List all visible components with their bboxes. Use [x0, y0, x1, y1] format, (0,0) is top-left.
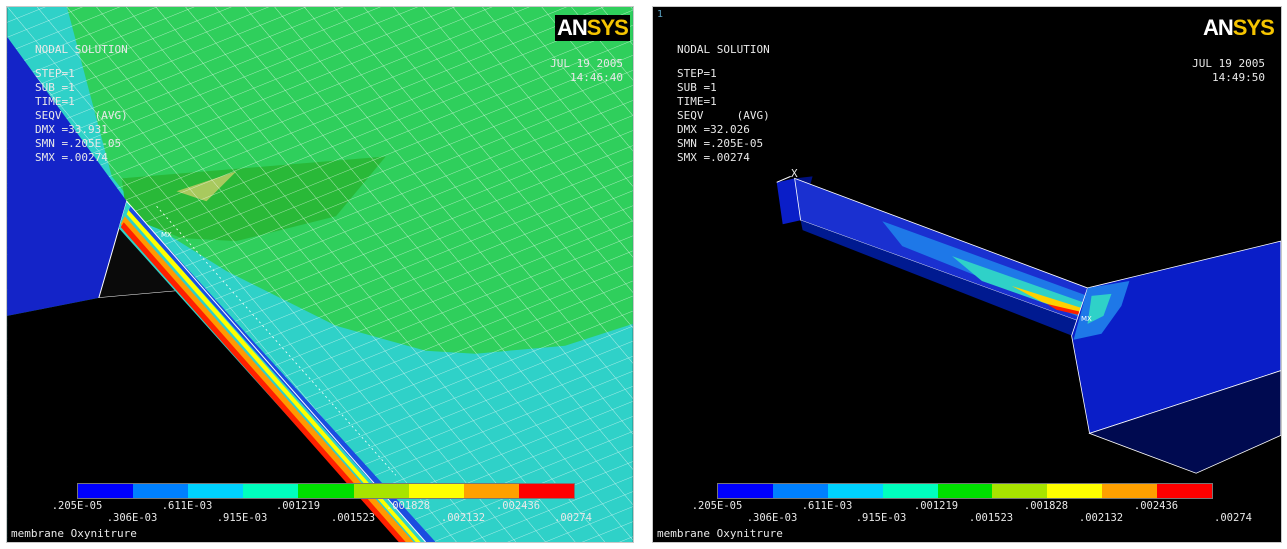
legend-swatch [133, 484, 189, 498]
right-block-bottom [1088, 370, 1281, 474]
left-block [776, 178, 801, 225]
caption: membrane Oxynitrure [657, 527, 783, 540]
legend-swatch [718, 484, 773, 498]
sub-line: SUB =1 [677, 81, 717, 94]
legend-label: .002436 [1133, 500, 1179, 512]
legend-swatch [463, 484, 519, 498]
contour-legend [717, 483, 1213, 499]
legend-label: .205E-05 [691, 500, 743, 512]
legend-swatch [518, 484, 574, 498]
seqv-line: SEQV (AVG) [35, 109, 128, 122]
legend-swatch [353, 484, 409, 498]
blue-block [7, 36, 127, 316]
step-line: STEP=1 [677, 67, 717, 80]
nodal-solution-title: NODAL SOLUTION [677, 43, 770, 56]
edge-yellow [126, 209, 421, 542]
date-label: JUL 19 2005 [1192, 57, 1265, 70]
legend-swatch [1102, 484, 1158, 498]
ansys-logo: ANSYS [555, 15, 630, 41]
caption: membrane Oxynitrure [11, 527, 137, 540]
legend-swatch [882, 484, 938, 498]
axis-line [776, 175, 791, 183]
legend-label: .001523 [330, 512, 376, 524]
legend-label: .205E-05 [51, 500, 103, 512]
right-block-stress-2 [1087, 293, 1112, 324]
legend-label: .611E-03 [161, 500, 213, 512]
legend-swatch [827, 484, 883, 498]
legend-label: .001219 [275, 500, 321, 512]
legend-label: .00274 [554, 512, 592, 524]
legend-swatch [772, 484, 828, 498]
smn-line: SMN =.205E-05 [35, 137, 122, 150]
smx-line: SMX =.00274 [677, 151, 750, 164]
legend-swatch [243, 484, 299, 498]
seqv-line: SEQV (AVG) [677, 109, 770, 122]
legend-label: .306E-03 [746, 512, 798, 524]
edge-red [120, 222, 406, 542]
legend-swatch [188, 484, 244, 498]
edge-orange [120, 216, 414, 542]
legend-swatch [937, 484, 993, 498]
axis-x-label: X [791, 167, 798, 180]
dmx-line: DMX =32.026 [677, 123, 750, 136]
ansys-logo: ANSYS [1201, 15, 1276, 41]
legend-label: .915E-03 [216, 512, 268, 524]
edge-mesh [156, 205, 397, 476]
legend-label: .611E-03 [801, 500, 853, 512]
legend-label: .002436 [495, 500, 541, 512]
time-label: 14:46:40 [570, 71, 623, 84]
edge-blue [128, 206, 436, 542]
dmx-line: DMX =33.931 [35, 123, 108, 136]
smn-line: SMN =.205E-05 [677, 137, 764, 150]
legend-label: .001828 [1023, 500, 1069, 512]
legend-label: .00274 [1214, 512, 1252, 524]
left-viewport: ANSYS NODAL SOLUTION STEP=1 SUB =1 TIME=… [6, 6, 634, 543]
time-line: TIME=1 [35, 95, 75, 108]
legend-label: .002132 [1078, 512, 1124, 524]
beam-underside [800, 220, 1092, 342]
legend-label: .915E-03 [855, 512, 907, 524]
legend-swatch [1157, 484, 1213, 498]
nodal-solution-title: NODAL SOLUTION [35, 43, 128, 56]
legend-swatch [298, 484, 354, 498]
legend-label: .001828 [385, 500, 431, 512]
legend-label: .002132 [440, 512, 486, 524]
legend-swatch [408, 484, 464, 498]
sub-line: SUB =1 [35, 81, 75, 94]
date-label: JUL 19 2005 [550, 57, 623, 70]
legend-label: .306E-03 [106, 512, 158, 524]
legend-label: .001219 [913, 500, 959, 512]
time-label: 14:49:50 [1212, 71, 1265, 84]
right-viewport: 1 ANSYS NODAL SOLUTION STEP=1 SUB =1 TIM… [652, 6, 1282, 543]
legend-label: .001523 [968, 512, 1014, 524]
legend-swatch [992, 484, 1048, 498]
max-marker: MX [161, 231, 172, 239]
legend-swatch [78, 484, 134, 498]
right-model-view [776, 175, 1281, 474]
legend-swatch [1047, 484, 1103, 498]
smx-line: SMX =.00274 [35, 151, 108, 164]
frame-number: 1 [657, 9, 664, 20]
contour-legend [77, 483, 575, 499]
max-marker: MX [1081, 315, 1092, 323]
void-region [7, 290, 406, 542]
step-line: STEP=1 [35, 67, 75, 80]
time-line: TIME=1 [677, 95, 717, 108]
left-model-view [7, 7, 633, 542]
